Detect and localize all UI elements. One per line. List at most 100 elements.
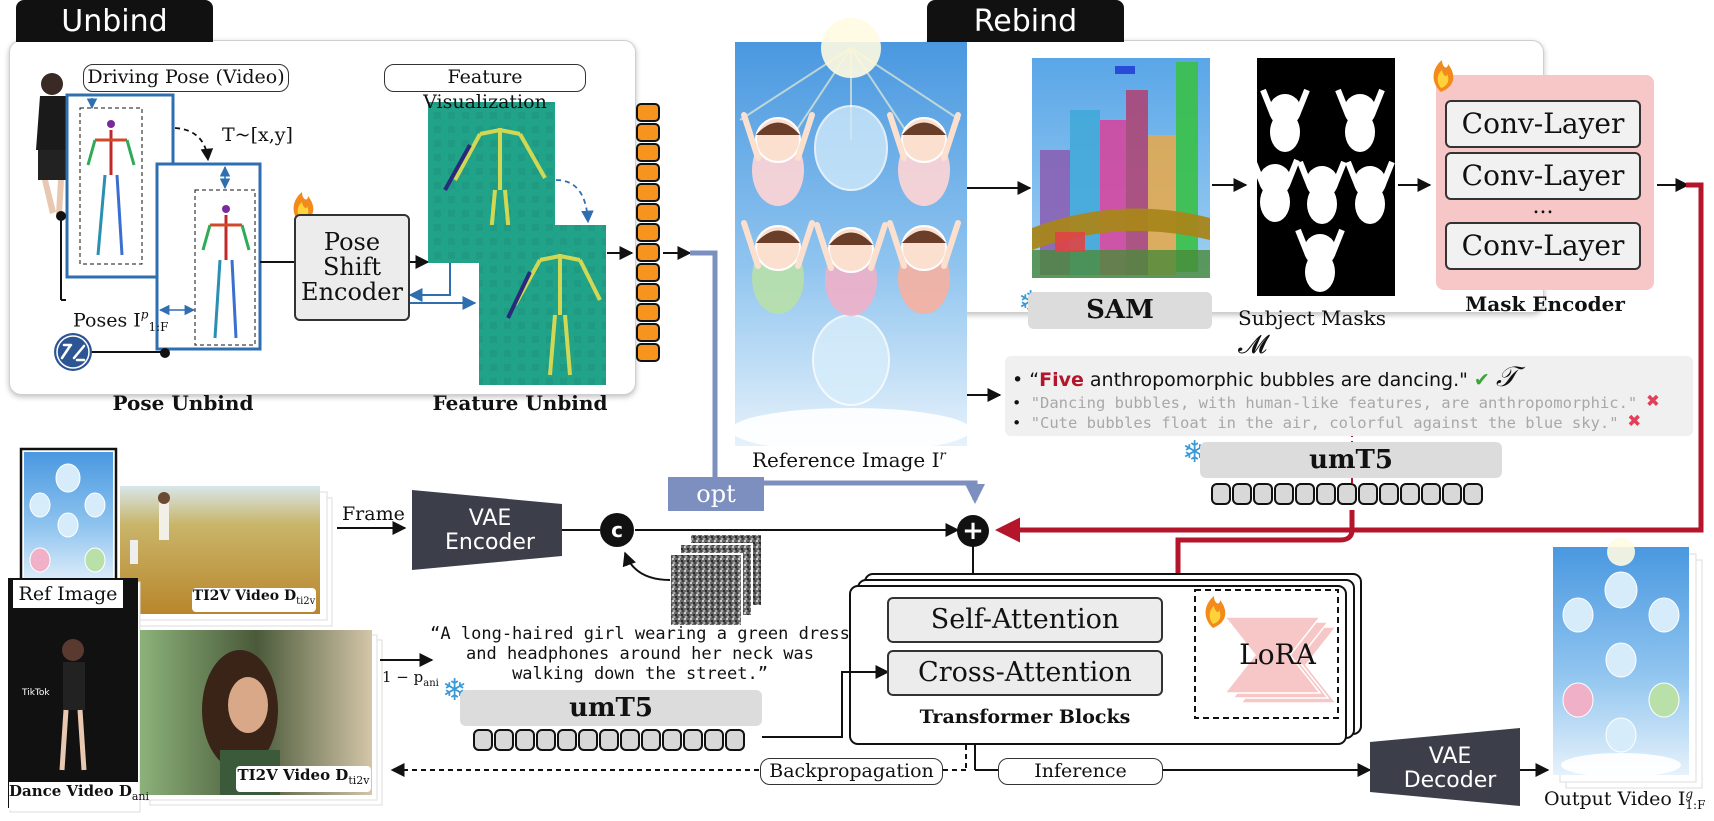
- pose-token: [636, 123, 660, 142]
- prompt-umt5: umT5: [460, 690, 762, 726]
- conv-layer-1: Conv-Layer: [1445, 100, 1641, 148]
- backpropagation-label: Backpropagation: [760, 758, 943, 785]
- prompt-token: [725, 729, 745, 751]
- driving-pose-label: Driving Pose (Video): [83, 64, 289, 92]
- subject-masks-image: [1250, 58, 1395, 296]
- self-attention-block: Self-Attention: [887, 597, 1163, 643]
- shift-shuffle-icon: [54, 333, 92, 371]
- unbind-tag: Unbind: [16, 0, 213, 42]
- text-symbol: 𝒯: [1495, 360, 1518, 393]
- prompt-token: [515, 729, 535, 751]
- caption-item-1: • “Five anthropomorphic bubbles are danc…: [1012, 360, 1518, 393]
- reference-image-caption: Reference Image Ir: [752, 448, 946, 472]
- lora-fire-icon: [1205, 596, 1226, 628]
- caption-item-3: • "Cute bubbles float in the air, colorf…: [1012, 409, 1642, 434]
- prompt-token-row: [473, 729, 745, 751]
- caption-token: [1211, 483, 1231, 505]
- skeleton-1: [86, 120, 136, 256]
- probability-label: 1 − pani: [382, 668, 439, 689]
- noise-latent-frames: [669, 533, 763, 627]
- caption-umt5: umT5: [1200, 442, 1502, 478]
- vae-encoder-shape: [412, 490, 562, 570]
- bubble-character: [887, 220, 961, 314]
- pose-unbind-caption: Pose Unbind: [112, 391, 254, 415]
- pose-token: [636, 203, 660, 222]
- bubble-character: [814, 222, 888, 316]
- transformer-blocks-label: Transformer Blocks: [919, 706, 1131, 728]
- skeleton-2: [201, 205, 251, 339]
- pose-frame-2: [155, 162, 262, 351]
- dance-video-label: Dance Video Dani: [9, 782, 149, 810]
- frame-label: Frame: [342, 503, 405, 525]
- lora-dashed-box: [1194, 589, 1339, 719]
- dancer-figure: [36, 73, 70, 214]
- mask-encoder-fire-icon: [1433, 60, 1454, 92]
- pose-token: [636, 243, 660, 262]
- prompt-token: [662, 729, 682, 751]
- feature-visualization-label: Feature Visualization: [384, 64, 586, 113]
- subject-masks-label: Subject Masks 𝓜: [1238, 306, 1387, 360]
- caption-token: [1421, 483, 1441, 505]
- conv-layer-3: Conv-Layer: [1445, 222, 1641, 270]
- ti2v-video-label-top: TI2V Video Dti2v: [192, 588, 316, 612]
- lora-label: LoRA: [1239, 638, 1316, 671]
- prompt-token: [473, 729, 493, 751]
- caption-token: [1274, 483, 1294, 505]
- rebind-tag: Rebind: [927, 0, 1124, 42]
- poses-label: Poses Ip1:F: [73, 308, 169, 335]
- prompt-token: [704, 729, 724, 751]
- caption-token: [1337, 483, 1357, 505]
- add-node: [957, 515, 989, 547]
- caption-token: [1253, 483, 1273, 505]
- caption-token: [1358, 483, 1378, 505]
- prompt-token: [641, 729, 661, 751]
- sam-segmentation-image: [1032, 58, 1210, 278]
- bubble-character: [741, 220, 815, 314]
- caption-token-row: [1211, 483, 1483, 505]
- ref-image-label: Ref Image: [13, 580, 123, 608]
- cross-icon: ✖: [1646, 389, 1660, 414]
- vae-encoder-label: VAE Encoder: [445, 506, 535, 555]
- ti2v-video-label-bottom: TI2V Video Dti2v: [236, 766, 371, 792]
- pose-token: [636, 163, 660, 182]
- prompt-token: [599, 729, 619, 751]
- concat-symbol: c: [611, 518, 623, 542]
- check-icon: ✔: [1473, 369, 1490, 391]
- pose-token: [636, 223, 660, 242]
- pose-token: [636, 303, 660, 322]
- prompt-token: [557, 729, 577, 751]
- opt-label: opt: [668, 477, 764, 511]
- ref-image-thumbnail: [19, 447, 118, 591]
- feature-map-2: [479, 225, 606, 385]
- concat-node: [600, 513, 634, 547]
- bubble-character: [887, 112, 961, 206]
- feature-unbind-caption: Feature Unbind: [432, 391, 608, 415]
- pose-token: [636, 183, 660, 202]
- prompt-token: [578, 729, 598, 751]
- dance-video: TikTok: [8, 578, 141, 813]
- caption-token: [1295, 483, 1315, 505]
- vae-decoder-label: VAE Decoder: [1403, 744, 1497, 793]
- vae-decoder-shape: [1370, 728, 1520, 806]
- prompt-token: [536, 729, 556, 751]
- conv-layer-2: Conv-Layer: [1445, 152, 1641, 200]
- pose-token: [636, 103, 660, 122]
- caption-token: [1463, 483, 1483, 505]
- add-symbol: +: [962, 516, 984, 546]
- prompt-token: [683, 729, 703, 751]
- pose-token: [636, 283, 660, 302]
- conv-ellipsis: ...: [1532, 194, 1554, 219]
- pose-token: [636, 343, 660, 362]
- bubble-character: [741, 112, 815, 206]
- caption-item-2: • "Dancing bubbles, with human-like feat…: [1012, 389, 1660, 414]
- output-video: [1553, 538, 1703, 789]
- caption-token: [1442, 483, 1462, 505]
- prompt-token: [494, 729, 514, 751]
- shift-label: T~[x,y]: [222, 124, 293, 146]
- pose-token: [636, 323, 660, 342]
- caption-token: [1232, 483, 1252, 505]
- cross-attention-block: Cross-Attention: [887, 650, 1163, 696]
- inference-label: Inference: [998, 758, 1163, 785]
